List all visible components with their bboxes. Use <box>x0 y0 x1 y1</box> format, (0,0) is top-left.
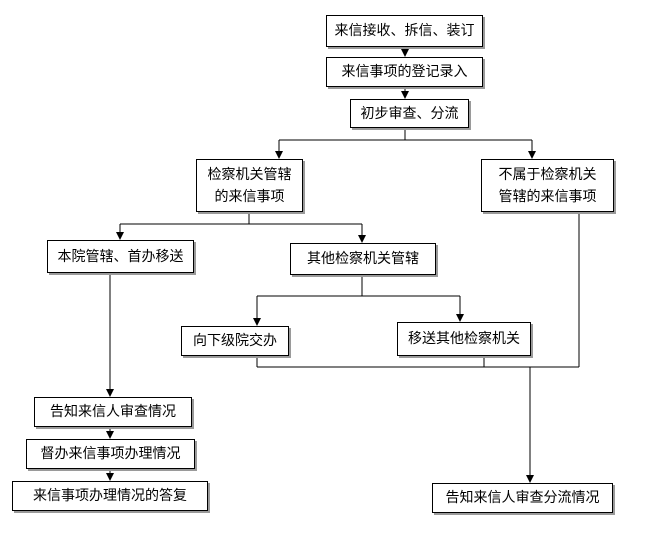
node-other-procuratorate: 其他检察机关管辖 <box>290 243 436 275</box>
node-procuratorate-line2: 的来信事项 <box>214 188 285 205</box>
node-non-procuratorate-line2: 管辖的来信事项 <box>498 188 597 205</box>
node-reply: 来信事项办理情况的答复 <box>12 481 208 511</box>
node-notify-review: 告知来信人审查情况 <box>34 397 192 427</box>
node-notify-diversion: 告知来信人审查分流情况 <box>432 483 613 513</box>
node-register: 来信事项的登记录入 <box>326 57 483 87</box>
node-non-procuratorate-line1: 不属于检察机关 <box>498 166 597 183</box>
node-lower-court: 向下级院交办 <box>181 326 289 356</box>
node-supervise: 督办来信事项办理情况 <box>26 439 195 469</box>
node-transfer-other: 移送其他检察机关 <box>397 322 531 356</box>
node-this-court: 本院管辖、首办移送 <box>47 240 194 273</box>
node-non-procuratorate: 不属于检察机关 管辖的来信事项 <box>481 159 614 212</box>
node-procuratorate: 检察机关管辖 的来信事项 <box>196 159 303 212</box>
node-review: 初步审查、分流 <box>350 99 469 128</box>
node-procuratorate-line1: 检察机关管辖 <box>207 166 292 183</box>
node-receive: 来信接收、拆信、装订 <box>326 15 483 47</box>
